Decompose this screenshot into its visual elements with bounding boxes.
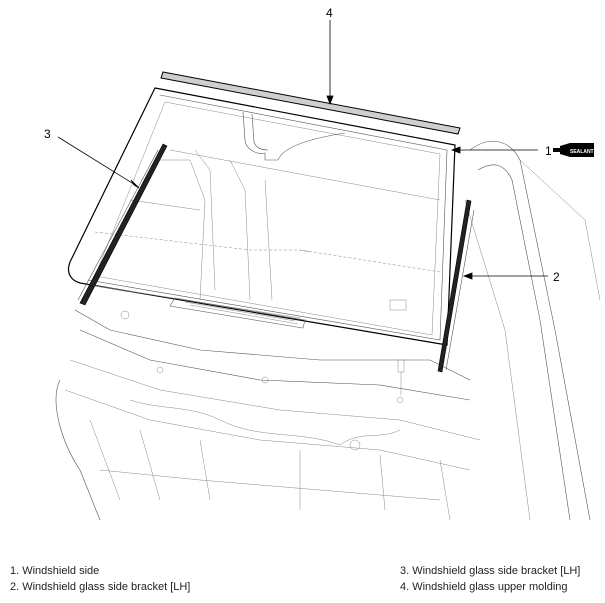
legend-left-column: 1. Windshield side 2. Windshield glass s…	[10, 563, 190, 595]
legend-item-4: 4. Windshield glass upper molding	[400, 581, 568, 593]
callout-4: 4	[326, 6, 333, 20]
leader-lines	[57, 20, 548, 280]
windshield-exploded-diagram: 4 3 1 2 SEALANT	[44, 6, 601, 521]
callout-1: 1	[545, 144, 552, 158]
sealant-label: SEALANT	[570, 149, 594, 155]
windshield-upper-molding	[160, 71, 461, 135]
legend-item-2: 2. Windshield glass side bracket [LH]	[10, 581, 191, 593]
sealant-tube-icon: SEALANT	[553, 143, 594, 157]
legend-right-column: 3. Windshield glass side bracket [LH] 4.…	[400, 563, 580, 595]
windshield-glass	[67, 87, 456, 346]
vehicle-body-structure	[55, 141, 601, 521]
callout-2: 2	[553, 270, 560, 284]
legend-item-3: 3. Windshield glass side bracket [LH]	[400, 565, 581, 577]
windshield-side-bracket-right	[437, 199, 475, 373]
windshield-side-bracket-left	[77, 143, 168, 306]
callout-3: 3	[44, 127, 51, 141]
legend-item-1: 1. Windshield side	[10, 565, 100, 577]
